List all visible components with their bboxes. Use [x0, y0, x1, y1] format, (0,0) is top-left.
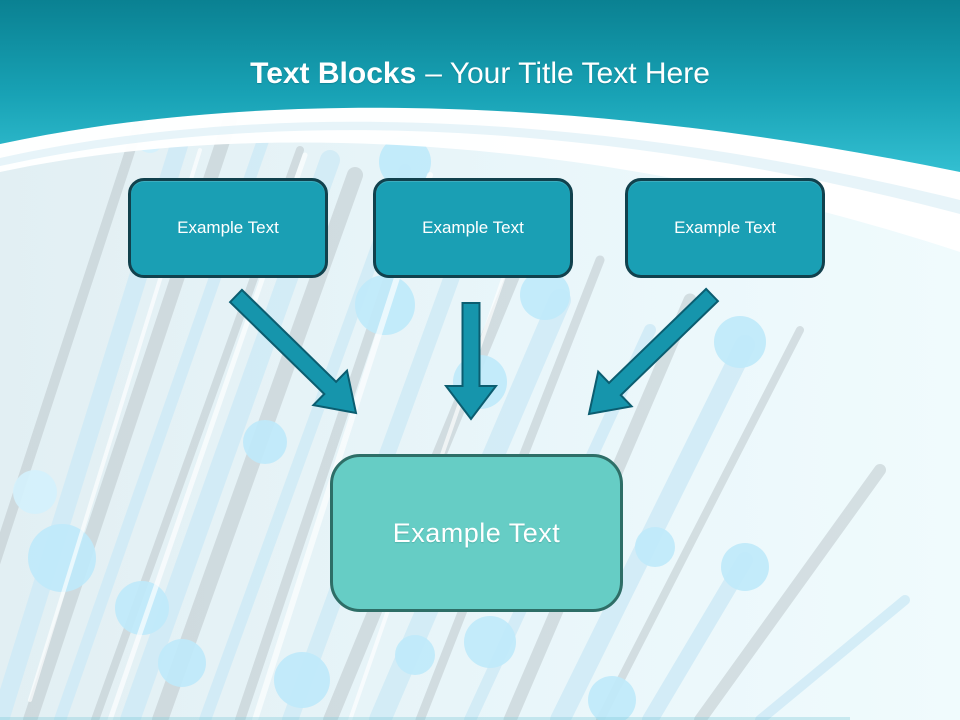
header-band [0, 0, 960, 172]
swoosh-curve [0, 107, 960, 252]
text-block-2-label: Example Text [422, 218, 524, 237]
connector-arrow-down-right[interactable] [228, 288, 358, 415]
result-block-label: Example Text [392, 517, 561, 548]
text-block-3-label: Example Text [674, 218, 776, 237]
text-block-2[interactable]: Example Text [373, 178, 573, 278]
bottom-edge [0, 717, 850, 720]
swoosh-highlight [0, 121, 960, 214]
slide-title[interactable]: Text Blocks – Your Title Text Here [0, 52, 960, 96]
connector-arrow-down-left[interactable] [587, 287, 720, 416]
text-block-1[interactable]: Example Text [128, 178, 328, 278]
connector-arrow-down[interactable] [443, 302, 499, 421]
text-block-1-label: Example Text [177, 218, 279, 237]
text-block-3[interactable]: Example Text [625, 178, 825, 278]
slide-title-regular: – Your Title Text Here [425, 57, 710, 90]
slide-title-bold: Text Blocks [250, 57, 417, 90]
result-block[interactable]: Example Text [330, 454, 623, 612]
